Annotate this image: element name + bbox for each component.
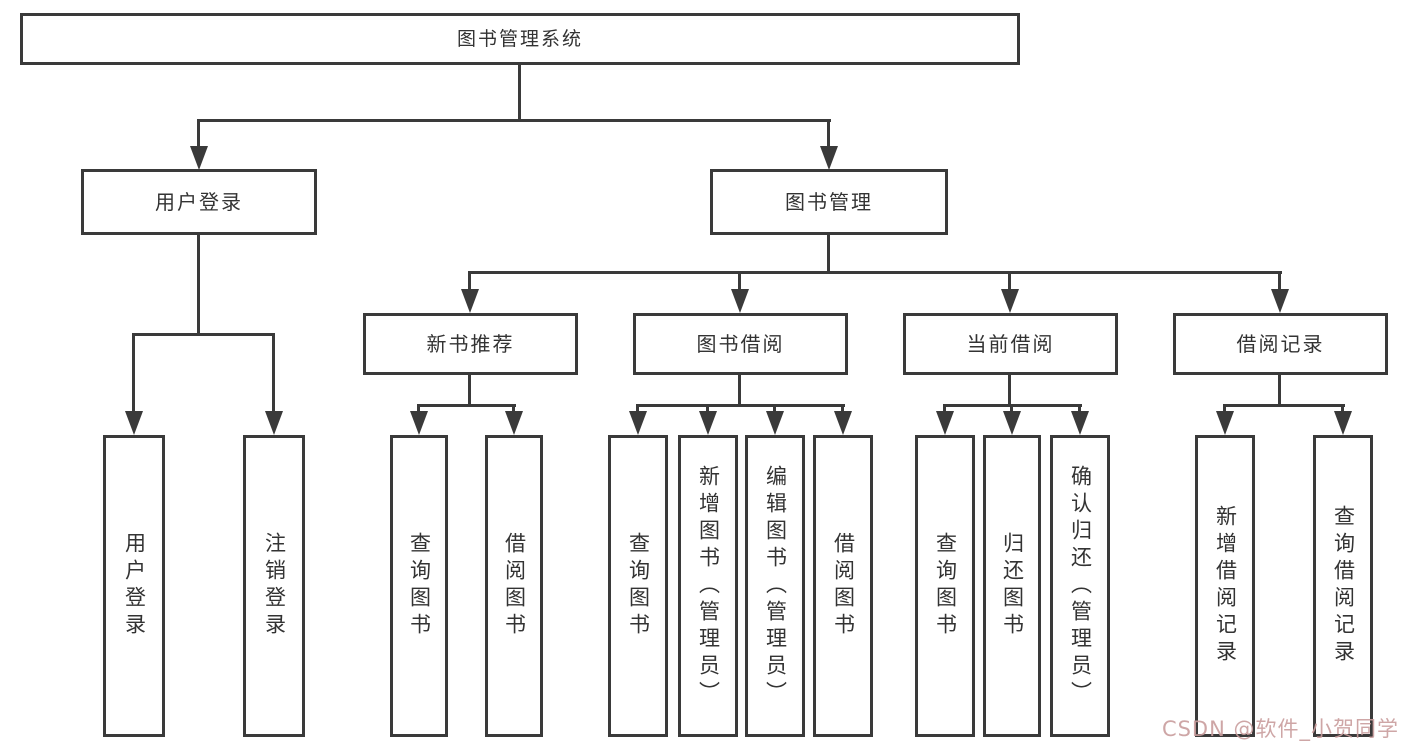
connector-drop-leaf-user-login <box>132 333 135 415</box>
connector-drop-g3d <box>841 404 844 414</box>
connector-drop-borrow <box>738 271 741 293</box>
connector-records-stub <box>1278 375 1281 407</box>
leaf-query-books-recommend: 查询图书 <box>390 435 448 737</box>
node-user-login: 用户登录 <box>81 169 317 235</box>
connector-management-stub <box>827 235 830 274</box>
arrow-down-g3a <box>629 411 647 435</box>
leaf-return-books: 归还图书 <box>983 435 1041 737</box>
leaf-confirm-return-admin: 确认归还（管理员） <box>1050 435 1110 737</box>
arrow-down-user-login <box>190 146 208 170</box>
leaf-borrow-books-recommend: 借阅图书 <box>485 435 543 737</box>
leaf-query-books-current: 查询图书 <box>915 435 975 737</box>
arrow-down-g4a <box>936 411 954 435</box>
leaf-user-login: 用户登录 <box>103 435 165 737</box>
arrow-down-g3c <box>766 411 784 435</box>
csdn-watermark: CSDN @软件_小贺同学 <box>1161 717 1399 741</box>
node-current-borrow: 当前借阅 <box>903 313 1118 375</box>
connector-drop-g2b <box>512 404 515 414</box>
arrow-down-borrow <box>731 289 749 313</box>
node-root: 图书管理系统 <box>20 13 1020 65</box>
arrow-down-g4c <box>1071 411 1089 435</box>
connector-drop-g4a <box>943 404 946 414</box>
node-new-book-recommend: 新书推荐 <box>363 313 578 375</box>
connector-drop-g2a <box>417 404 420 414</box>
connector-drop-g3b <box>706 404 709 414</box>
connector-recommend-stub <box>468 375 471 407</box>
connector-drop-g5b <box>1341 404 1344 414</box>
arrow-down-g4b <box>1003 411 1021 435</box>
arrow-down-records <box>1271 289 1289 313</box>
connector-login-stub <box>197 235 200 336</box>
connector-root-stub <box>518 65 521 122</box>
connector-drop-recommend <box>468 271 471 293</box>
connector-drop-g5a <box>1223 404 1226 414</box>
connector-borrow-stub <box>738 375 741 407</box>
connector-root-bus <box>197 119 831 122</box>
connector-drop-g4c <box>1078 404 1081 414</box>
arrow-down-g2b <box>505 411 523 435</box>
connector-login-bus <box>132 333 275 336</box>
arrow-down-g5a <box>1216 411 1234 435</box>
connector-borrow-bus <box>636 404 845 407</box>
connector-drop-g3c <box>773 404 776 414</box>
arrow-down-current <box>1001 289 1019 313</box>
leaf-add-borrow-record: 新增借阅记录 <box>1195 435 1255 737</box>
connector-current-stub <box>1008 375 1011 407</box>
connector-drop-g3a <box>636 404 639 414</box>
node-book-management: 图书管理 <box>710 169 948 235</box>
leaf-borrow-books-borrow: 借阅图书 <box>813 435 873 737</box>
connector-records-bus <box>1223 404 1345 407</box>
node-borrow-records: 借阅记录 <box>1173 313 1388 375</box>
arrow-down-g5b <box>1334 411 1352 435</box>
leaf-query-books-borrow: 查询图书 <box>608 435 668 737</box>
node-book-borrow: 图书借阅 <box>633 313 848 375</box>
arrow-down-recommend <box>461 289 479 313</box>
arrow-down-book-management <box>820 146 838 170</box>
arrow-down-g2a <box>410 411 428 435</box>
arrow-down-leaf-logout <box>265 411 283 435</box>
arrow-down-leaf-user-login <box>125 411 143 435</box>
leaf-logout: 注销登录 <box>243 435 305 737</box>
connector-management-bus <box>468 271 1282 274</box>
connector-drop-leaf-logout <box>272 333 275 415</box>
leaf-query-borrow-record: 查询借阅记录 <box>1313 435 1373 737</box>
connector-drop-book-management <box>827 119 830 150</box>
connector-drop-g4b <box>1010 404 1013 414</box>
leaf-add-book-admin: 新增图书（管理员） <box>678 435 738 737</box>
connector-drop-records <box>1278 271 1281 293</box>
connector-recommend-bus <box>417 404 516 407</box>
connector-drop-current <box>1008 271 1011 293</box>
connector-drop-user-login <box>197 119 200 150</box>
arrow-down-g3d <box>834 411 852 435</box>
leaf-edit-book-admin: 编辑图书（管理员） <box>745 435 805 737</box>
arrow-down-g3b <box>699 411 717 435</box>
